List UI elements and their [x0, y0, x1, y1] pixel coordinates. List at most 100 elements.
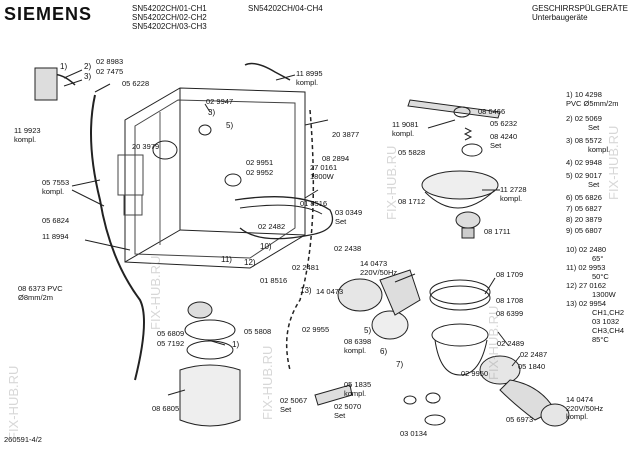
part-label: 02 9955 [302, 325, 330, 334]
watermark: FIX-HUB.RU [148, 255, 163, 330]
callout: 1) [60, 62, 68, 71]
legend-entry: 65° [592, 254, 604, 263]
part-label: 11 9081 kompl. [392, 120, 419, 138]
part-label: 08 1712 [398, 197, 426, 206]
part-label: 05 1835 kompl. [344, 380, 372, 398]
model-number-right: SN54202CH/04-CH4 [248, 4, 323, 13]
part-label: 02 9951 [246, 158, 274, 167]
part-label: 08 6466 [478, 107, 506, 116]
legend-entry: 11) 02 9953 [566, 263, 606, 272]
category-title: GESCHIRRSPÜLGERÄTE [532, 4, 629, 13]
part-label: 14 0474 220V/50Hz kompl. [566, 395, 604, 421]
document-id: 260591-4/2 [4, 435, 42, 444]
callout: 13) [300, 286, 312, 295]
heating-element [234, 196, 334, 240]
part-label: 11 9923 kompl. [14, 126, 41, 144]
part-label: 02 5070 Set [334, 402, 362, 420]
part-label: 02 8983 [96, 57, 124, 66]
part-label: 08 6398 kompl. [344, 337, 372, 355]
watermark: FIX-HUB.RU [384, 145, 399, 220]
watermark: FIX-HUB.RU [260, 345, 275, 420]
legend-entry: 9) 05 6807 [566, 226, 602, 235]
legend-entry: 12) 27 0162 [566, 281, 607, 290]
part-label: 08 6805 [152, 404, 180, 413]
legend-entry: 10) 02 2480 [566, 245, 607, 254]
legend-entry: 1300W [592, 290, 616, 299]
ring-081709 [429, 279, 491, 305]
part-label: 02 7475 [96, 67, 124, 76]
part-label: 08 1711 [484, 227, 511, 236]
part-label: 03 0134 [400, 429, 428, 438]
spray-arm [407, 99, 501, 119]
legend-entry: PVC Ø5mm/2m [566, 99, 619, 108]
part-label: 11 2728 kompl. [500, 185, 527, 203]
callout: 7) [396, 360, 404, 369]
legend-entry: 2) 02 5069 [566, 114, 602, 123]
watermark: FIX-HUB.RU [6, 365, 21, 440]
model-number: SN54202CH/03-CH3 [132, 22, 207, 31]
part-label: 02 9950 [461, 369, 489, 378]
part-label: 27 0161 1800W [310, 163, 338, 181]
legend-entry: 50°C [592, 272, 609, 281]
part-label: 05 7553 kompl. [42, 178, 70, 196]
callout: 11) [221, 255, 232, 264]
part-label: 05 6228 [122, 79, 150, 88]
part-label: 01 8516 [300, 199, 328, 208]
part-label: 08 6399 [496, 309, 524, 318]
part-label: 02 2482 [258, 222, 286, 231]
part-label: 02 5067 Set [280, 396, 308, 414]
part-label: 02 2438 [334, 244, 362, 253]
part-label: 05 5808 [244, 327, 272, 336]
part-label: 11 8994 [42, 232, 69, 241]
legend-entry: kompl. [588, 145, 611, 154]
legend-entry: 85°C [592, 335, 609, 344]
legend: 1) 10 4298 PVC Ø5mm/2m 2) 02 5069 Set 3)… [566, 90, 624, 344]
model-list: SN54202CH/01-CH1 SN54202CH/02-CH2 SN5420… [132, 4, 207, 31]
part-label: 01 8516 [260, 276, 288, 285]
part-label: 05 6824 [42, 216, 70, 225]
part-label: 02 2487 [520, 350, 548, 359]
legend-entry: 03 1032 [592, 317, 620, 326]
part-label: 05 6973 [506, 415, 534, 424]
part-label: 08 1708 [496, 296, 524, 305]
callout: 3) [208, 108, 216, 117]
hose [90, 94, 145, 381]
callout: 5) [364, 326, 372, 335]
callout: 10) [260, 242, 272, 251]
legend-entry: 7) 05 6827 [566, 204, 602, 213]
part-label: 02 2481 [292, 263, 320, 272]
part-label: 05 7192 [157, 339, 185, 348]
callout: 12) [244, 258, 256, 267]
part-label: 02 9952 [246, 168, 274, 177]
watermark: FIX-HUB.RU [606, 125, 621, 200]
subcategory-title: Unterbaugeräte [532, 13, 588, 22]
part-label: 11 8995 kompl. [296, 69, 323, 87]
part-label: 02 9947 [206, 97, 234, 106]
legend-entry: CH3,CH4 [592, 326, 625, 335]
model-number: SN54202CH/01-CH1 [132, 4, 207, 13]
filter [421, 170, 499, 200]
part-label: 03 0349 Set [335, 208, 363, 226]
part-label: 05 1840 [518, 362, 546, 371]
legend-entry: 6) 05 6826 [566, 193, 602, 202]
legend-entry: Set [588, 180, 600, 189]
part-label: 20 3979 [132, 142, 160, 151]
legend-entry: 3) 08 5572 [566, 136, 602, 145]
model-number: SN54202CH/02-CH2 [132, 13, 207, 22]
legend-entry: 5) 02 9017 [566, 171, 602, 180]
legend-entry: 4) 02 9948 [566, 158, 602, 167]
part-label: 08 2894 [322, 154, 350, 163]
callout: 2) [84, 62, 92, 71]
part-label: 08 6373 PVC Ø8mm/2m [18, 284, 63, 302]
legend-entry: 13) 02 9954 [566, 299, 607, 308]
callout: 5) [226, 121, 234, 130]
part-label: 08 1709 [496, 270, 524, 279]
watermark: FIX-HUB.RU [486, 305, 501, 380]
part-label: 20 3877 [332, 130, 360, 139]
legend-entry: Set [588, 123, 600, 132]
callout: 6) [380, 347, 388, 356]
part-label: 14 0473 [316, 287, 344, 296]
legend-entry: 1) 10 4298 [566, 90, 602, 99]
part-label: 05 6232 [490, 119, 518, 128]
